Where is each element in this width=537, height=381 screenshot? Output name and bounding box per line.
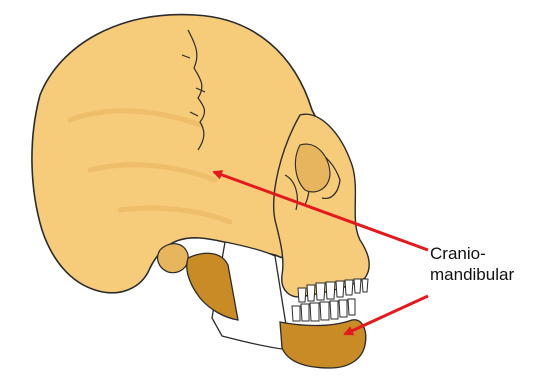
label-line-1: Cranio-	[430, 243, 537, 264]
mandible-body	[280, 320, 366, 368]
arrow-to-mandible	[345, 296, 428, 334]
mastoid-process	[158, 244, 189, 273]
cranio-mandibular-label: Cranio- mandibular	[430, 243, 537, 285]
face-region	[274, 114, 369, 297]
label-line-2: mandibular	[430, 264, 537, 285]
